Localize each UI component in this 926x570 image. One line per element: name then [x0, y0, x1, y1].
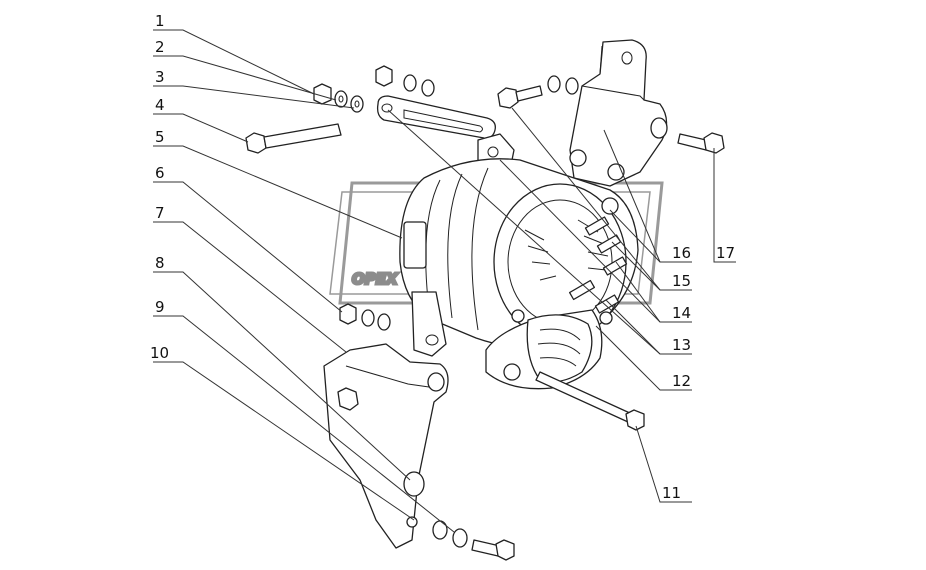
- callout-14: 14: [672, 304, 691, 322]
- bolt-11: [535, 371, 645, 431]
- callout-16: 16: [672, 244, 691, 262]
- leader-lines: [153, 29, 736, 533]
- mount-bracket-16: [569, 39, 668, 187]
- callout-15: 15: [672, 272, 691, 290]
- lower-bolt-washers: [432, 520, 515, 561]
- callout-8: 8: [155, 254, 165, 272]
- callout-12: 12: [672, 372, 691, 390]
- washers-top-mid: [497, 75, 579, 109]
- callout-11: 11: [662, 484, 681, 502]
- watermark-text: OPEX: [352, 270, 399, 288]
- callout-3: 3: [155, 68, 165, 86]
- callout-numbers: 1 2 3 4 5 6 7 8 9 10 11 12 13 14 15 16 1…: [150, 12, 735, 502]
- nut-washers-6: [339, 303, 391, 331]
- callout-7: 7: [155, 204, 165, 222]
- lower-bracket: [323, 343, 449, 549]
- callout-1: 1: [155, 12, 165, 30]
- callout-17: 17: [716, 244, 735, 262]
- nut-1: [313, 83, 364, 113]
- callout-4: 4: [155, 96, 165, 114]
- callout-2: 2: [155, 38, 165, 56]
- callout-6: 6: [155, 164, 165, 182]
- callout-13: 13: [672, 336, 691, 354]
- adjusting-strap: [376, 95, 496, 139]
- callout-10: 10: [150, 344, 169, 362]
- alternator: [399, 158, 639, 390]
- callout-5: 5: [155, 128, 165, 146]
- bolt-17: [677, 132, 725, 154]
- bolt-4: [245, 123, 342, 154]
- callout-9: 9: [155, 298, 165, 316]
- top-nut-washers: [375, 65, 435, 97]
